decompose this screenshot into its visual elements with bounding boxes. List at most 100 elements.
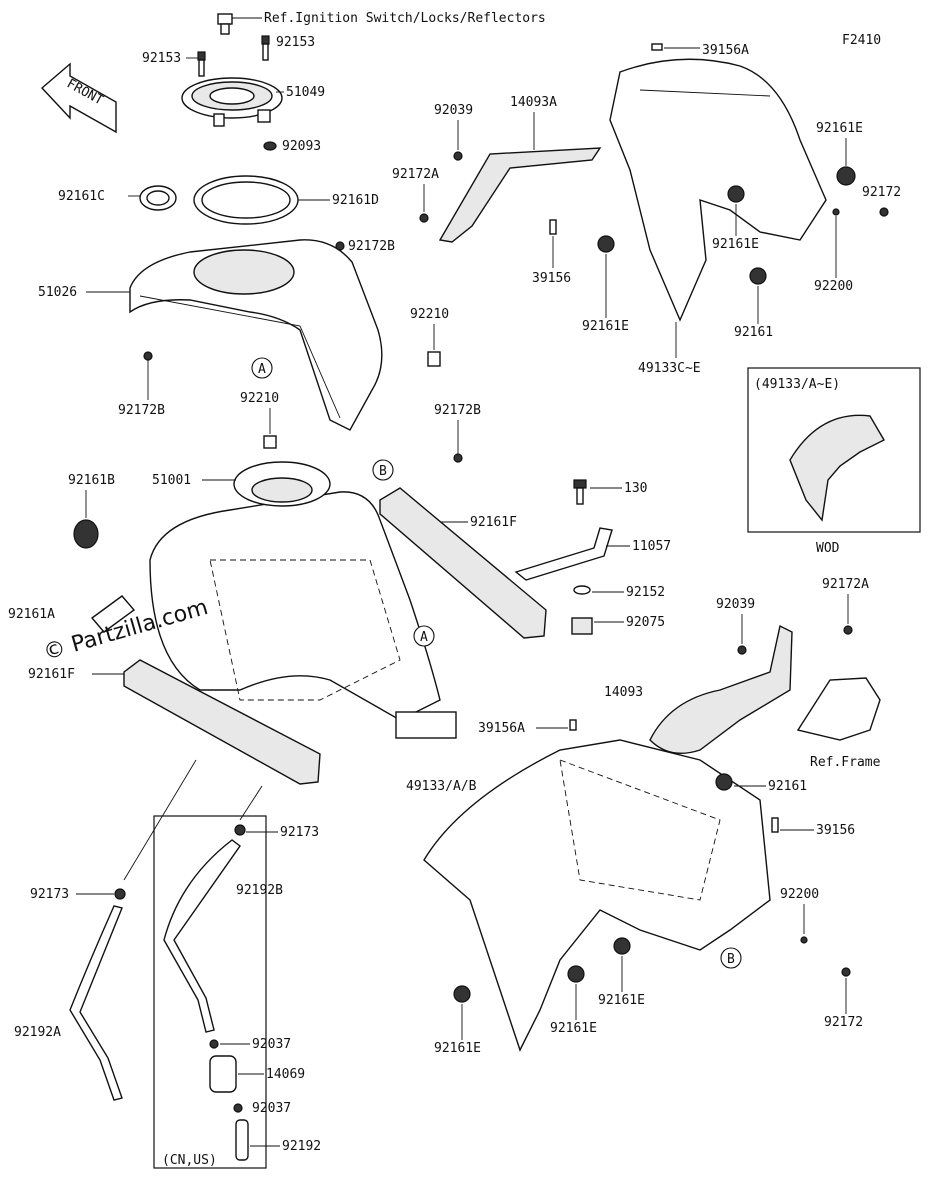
- filter-14069: [209, 1055, 237, 1093]
- bracket-14093A: [438, 147, 602, 243]
- clip-92210-mid: [263, 435, 277, 449]
- fuel-tank-51001: [149, 461, 457, 739]
- callout-92161B: 92161B: [68, 473, 115, 488]
- callout-92192A: 92192A: [14, 1025, 61, 1040]
- callout-49133-A-B: 49133/A/B: [406, 779, 477, 794]
- grommet-92161-bot: [715, 773, 733, 791]
- callout-92161E-c2: 92161E: [712, 237, 759, 252]
- callout-92192: 92192: [282, 1139, 321, 1154]
- inset-title: (49133/A~E): [754, 377, 840, 392]
- svg-text:B: B: [727, 952, 735, 967]
- callout-92172B-mid: 92172B: [434, 403, 481, 418]
- bolt-92172A-bot: [843, 625, 853, 635]
- callout-51026: 51026: [38, 285, 77, 300]
- callout-39156-bot: 39156: [816, 823, 855, 838]
- callout-92161F-left: 92161F: [28, 667, 75, 682]
- clamp-92037-bot: [233, 1103, 243, 1113]
- callout-92161C: 92161C: [58, 189, 105, 204]
- callout-51001: 51001: [152, 473, 191, 488]
- pad-92161F-right: [379, 487, 547, 639]
- callout-92093: 92093: [282, 139, 321, 154]
- callout-14093: 14093: [604, 685, 643, 700]
- callout-92210-right: 92210: [410, 307, 449, 322]
- callout-92172A-top: 92172A: [392, 167, 439, 182]
- cowl-49133C-E: [609, 58, 827, 322]
- callout-49133C-E: 49133C~E: [638, 361, 701, 376]
- cowl-49133-A-B: [423, 739, 771, 1052]
- svg-text:B: B: [379, 464, 387, 479]
- box-note: (CN,US): [162, 1153, 217, 1168]
- callout-51049: 51049: [286, 85, 325, 100]
- bolt-92172-bot: [841, 967, 851, 977]
- inset-box: [747, 367, 921, 533]
- callout-92039-bot: 92039: [716, 597, 755, 612]
- callout-ref-ignition: Ref.Ignition Switch/Locks/Reflectors: [264, 11, 546, 26]
- callout-130: 130: [624, 481, 647, 496]
- diagram-code: F2410: [842, 33, 881, 48]
- grommet-92161-top: [749, 267, 767, 285]
- bolt-92153-right: [261, 35, 270, 61]
- svg-text:A: A: [258, 362, 266, 377]
- callout-39156A-top: 39156A: [702, 43, 749, 58]
- callout-92210-mid: 92210: [240, 391, 279, 406]
- grommet-92093: [263, 141, 277, 151]
- seal-ring-92161D: [193, 175, 299, 225]
- tank-cover-51026: [129, 239, 383, 431]
- callout-92161-top: 92161: [734, 325, 773, 340]
- callout-92153-right: 92153: [276, 35, 315, 50]
- cn-us-box: [153, 815, 267, 1169]
- callout-ref-frame: Ref.Frame: [810, 755, 881, 770]
- ignition-ref-bolt: [217, 13, 233, 35]
- callout-92172A-bot: 92172A: [822, 577, 869, 592]
- callout-92172-bot: 92172: [824, 1015, 863, 1030]
- bolt-92172B-left: [143, 351, 153, 400]
- callout-92161E-tr: 92161E: [816, 121, 863, 136]
- pin-39156A-mid: [569, 719, 577, 731]
- callout-92153-left: 92153: [142, 51, 181, 66]
- clamp-92173-box: [234, 824, 246, 836]
- callout-92152: 92152: [626, 585, 665, 600]
- callout-39156A-mid: 39156A: [478, 721, 525, 736]
- grommet-92161E-c1: [597, 235, 615, 253]
- callout-92172-tr: 92172: [862, 185, 901, 200]
- callout-92172B-left: 92172B: [118, 403, 165, 418]
- clamp-92173-left: [114, 888, 126, 900]
- pad-92161A: [90, 595, 136, 633]
- front-arrow-icon: FRONT: [40, 62, 117, 134]
- callout-92161E-b3: 92161E: [434, 1041, 481, 1056]
- clamp-92037-top: [209, 1039, 219, 1049]
- clip-92210-right: [427, 351, 441, 367]
- bolt-92172B-top: [335, 241, 345, 251]
- hose-92192B: [163, 785, 263, 1033]
- bracket-11057: [514, 527, 613, 581]
- bolt-92039-top: [453, 151, 463, 161]
- callout-92039-top: 92039: [434, 103, 473, 118]
- bolt-92153-left: [197, 51, 206, 77]
- seal-92161C: [139, 185, 177, 211]
- callout-92172B-top: 92172B: [348, 239, 395, 254]
- callout-92037-top: 92037: [252, 1037, 291, 1052]
- ref-marker-a-mid: A: [413, 625, 435, 647]
- callout-92173-left: 92173: [30, 887, 69, 902]
- ref-marker-b-top: B: [372, 459, 394, 481]
- pin-39156-bot: [771, 817, 779, 833]
- washer-92200-bot: [800, 936, 808, 944]
- callout-92161E-b1: 92161E: [598, 993, 645, 1008]
- callout-92037-bot: 92037: [252, 1101, 291, 1116]
- callout-92161F-right: 92161F: [470, 515, 517, 530]
- callout-14069: 14069: [266, 1067, 305, 1082]
- inset-caption: WOD: [816, 541, 840, 556]
- callout-92161-bot: 92161: [768, 779, 807, 794]
- fuel-cap-51049: [181, 77, 283, 127]
- callout-92161A: 92161A: [8, 607, 55, 622]
- callout-92075: 92075: [626, 615, 665, 630]
- bolt-92039-bot: [737, 645, 747, 655]
- callout-92192B: 92192B: [236, 883, 283, 898]
- bolt-92172-tr: [879, 207, 889, 217]
- grommet-92161E-tr: [836, 166, 856, 186]
- bolt-92172A-top: [419, 213, 429, 223]
- callout-11057: 11057: [632, 539, 671, 554]
- callout-92200-top: 92200: [814, 279, 853, 294]
- washer-92152: [573, 585, 591, 595]
